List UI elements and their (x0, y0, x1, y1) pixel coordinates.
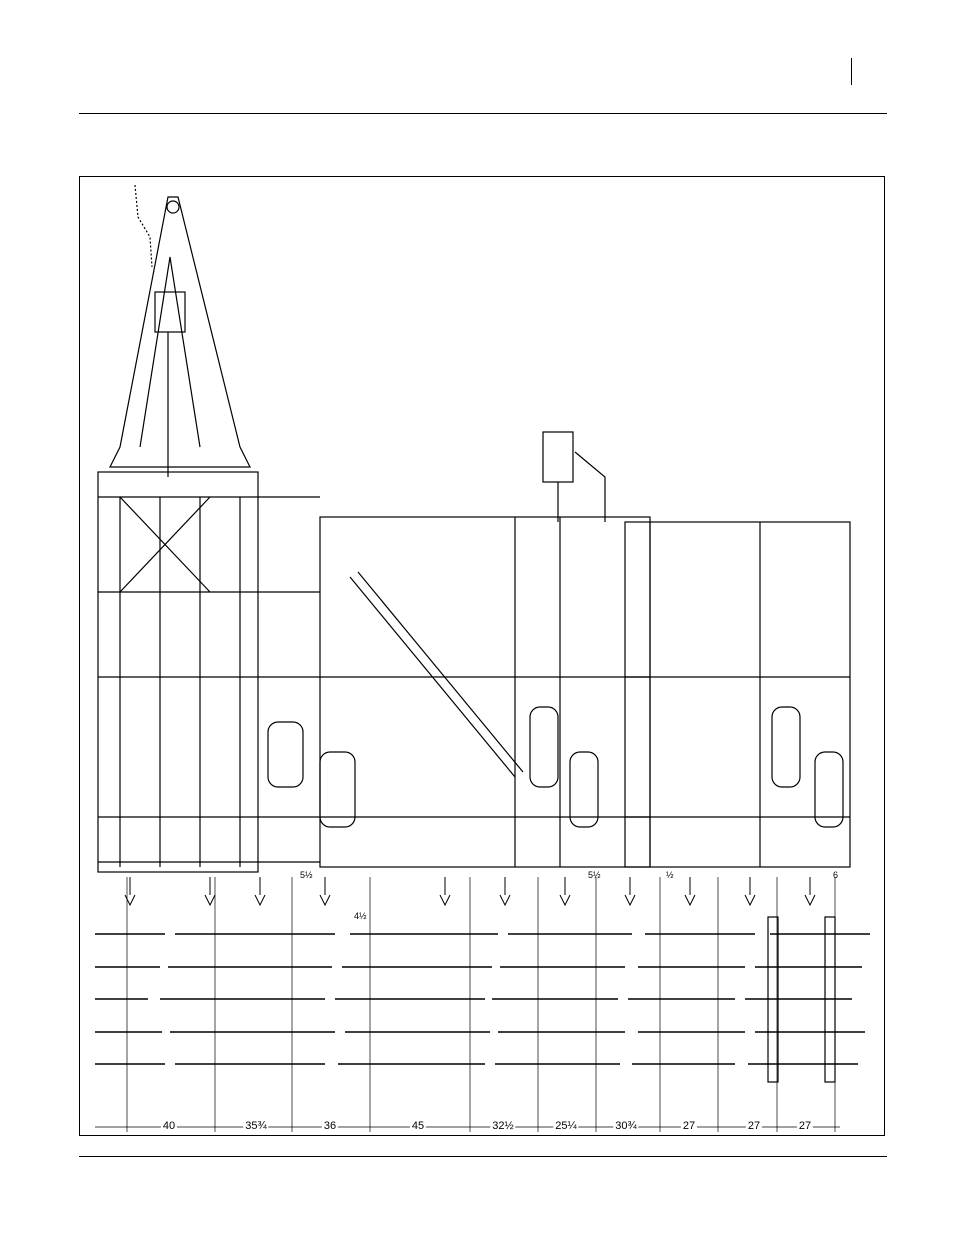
dimension-label: 25¼ (553, 1120, 578, 1133)
dimension-label: 36 (322, 1120, 338, 1133)
wheel (815, 752, 843, 827)
header-tick (851, 58, 852, 85)
small-dimension-label: 5½ (588, 870, 601, 880)
dimension-label: 45 (410, 1120, 426, 1133)
dimension-label: 30¾ (613, 1120, 638, 1133)
small-dimension-label: ½ (666, 870, 674, 880)
header-rule (79, 113, 887, 114)
small-dimension-label: 5½ (300, 870, 313, 880)
dimension-label: 35¾ (243, 1120, 268, 1133)
implement-drawing (80, 177, 886, 1137)
wheel (268, 722, 303, 787)
dimension-label: 27 (797, 1120, 813, 1133)
left-wing-frame (98, 472, 258, 872)
wheel (570, 752, 598, 827)
harrow-bars (95, 934, 870, 1064)
dimension-label: 27 (746, 1120, 762, 1133)
wheel (530, 707, 558, 787)
diagram-frame (79, 176, 885, 1136)
wheel (772, 707, 800, 787)
small-dimension-label: 4½ (354, 911, 367, 921)
safety-chain (135, 185, 152, 267)
footer-rule (79, 1156, 887, 1157)
right-wing-frame (625, 522, 850, 867)
center-section-frame (320, 517, 650, 867)
dimension-label: 27 (681, 1120, 697, 1133)
wheel (320, 752, 355, 827)
dimension-label: 40 (161, 1120, 177, 1133)
small-dimension-label: 6 (833, 870, 838, 880)
hitch-pin (167, 201, 179, 213)
dimension-lines (95, 877, 840, 1132)
dimension-label: 32½ (490, 1120, 515, 1133)
lift-cylinder (543, 432, 573, 482)
